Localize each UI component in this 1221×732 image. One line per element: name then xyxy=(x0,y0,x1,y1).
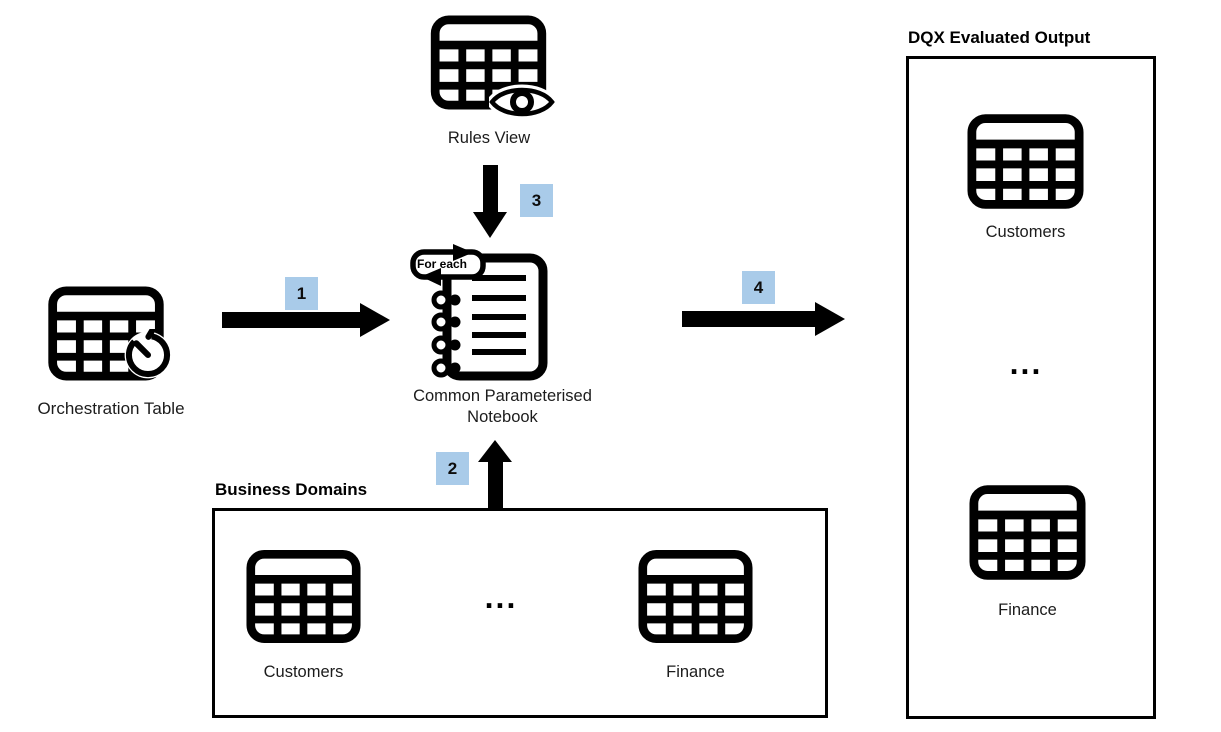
arrow-1 xyxy=(222,303,390,337)
notebook-label: Common Parameterised Notebook xyxy=(413,387,592,426)
business-ellipsis: ... xyxy=(484,579,518,615)
orchestration-table-label: Orchestration Table xyxy=(37,399,185,418)
step-badge-3: 3 xyxy=(520,184,553,217)
table-icon xyxy=(969,484,1086,581)
business-customers-node xyxy=(246,548,361,645)
output-ellipsis: ... xyxy=(1009,345,1043,381)
arrow-2-head xyxy=(478,440,512,462)
table-icon xyxy=(246,548,361,645)
arrow-3 xyxy=(473,165,507,238)
business-finance-label: Finance xyxy=(666,663,725,681)
arrow-2 xyxy=(478,440,512,508)
dqx-output-title: DQX Evaluated Output xyxy=(908,28,1091,47)
step-badge-4: 4 xyxy=(742,271,775,304)
business-customers-label: Customers xyxy=(263,663,344,681)
rules-view-label: Rules View xyxy=(447,129,531,147)
business-domains-title: Business Domains xyxy=(215,480,368,499)
arrow-1-head xyxy=(360,303,390,337)
business-finance-node xyxy=(638,548,753,645)
output-customers-label: Customers xyxy=(985,223,1066,241)
for-each-label: For each xyxy=(417,257,468,271)
arrow-2-shaft xyxy=(487,462,503,508)
step-badge-2: 2 xyxy=(436,452,469,485)
output-customers-node xyxy=(967,113,1084,210)
table-icon xyxy=(967,113,1084,210)
output-finance-node xyxy=(969,484,1086,581)
arrow-1-shaft xyxy=(222,312,360,328)
output-finance-label: Finance xyxy=(998,601,1057,619)
clock-icon xyxy=(122,329,174,381)
arrow-3-shaft xyxy=(482,165,498,212)
arrow-4-shaft xyxy=(682,311,815,327)
arrow-4-head xyxy=(815,302,845,336)
arrow-3-head xyxy=(473,212,507,238)
arrow-4 xyxy=(682,302,845,336)
eye-icon xyxy=(489,82,555,122)
table-icon xyxy=(638,548,753,645)
step-badge-1: 1 xyxy=(285,277,318,310)
